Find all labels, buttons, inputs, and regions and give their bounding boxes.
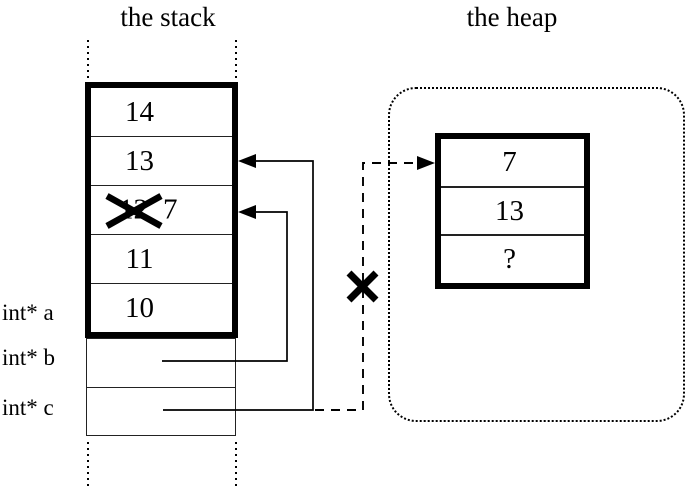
x-cross-invalid-pointer-icon <box>346 270 379 303</box>
label-int-ptr-a: int* a <box>2 300 54 325</box>
arrowhead-left-icon <box>238 205 256 219</box>
heap-block-box: 7 13 ? <box>435 133 590 289</box>
pointer-cells-box <box>86 338 236 436</box>
pointer-cell-b <box>87 339 235 387</box>
stack-cell-14: 14 <box>125 95 154 128</box>
stack-cell-13: 13 <box>91 136 232 185</box>
heap-title: the heap <box>466 2 558 32</box>
stack-cell-11: 11 <box>91 234 232 283</box>
stack-frame-box: 14 13 12 7 11 10 <box>85 82 238 338</box>
stack-guide-left-bottom <box>87 442 89 489</box>
label-int-ptr-c: int* c <box>2 395 54 420</box>
stack-cell-overwritten: 12 7 <box>91 185 232 234</box>
stack-cell-10: 10 <box>91 283 232 332</box>
heap-cell-7: 7 <box>502 145 517 178</box>
heap-cell-unknown: ? <box>441 234 584 283</box>
pointer-cell-c <box>87 386 235 436</box>
heap-cell-13: 13 <box>441 185 584 235</box>
stack-guide-right-top <box>235 40 237 78</box>
stack-cell-new-value: 7 <box>163 193 178 226</box>
stack-guide-left-top <box>87 40 89 78</box>
arrowhead-left-icon <box>238 154 256 168</box>
stack-cell-old-value: 12 <box>119 193 148 226</box>
stack-title: the stack <box>120 2 216 32</box>
stack-guide-right-bottom <box>235 442 237 489</box>
label-int-ptr-b: int* b <box>2 345 56 370</box>
